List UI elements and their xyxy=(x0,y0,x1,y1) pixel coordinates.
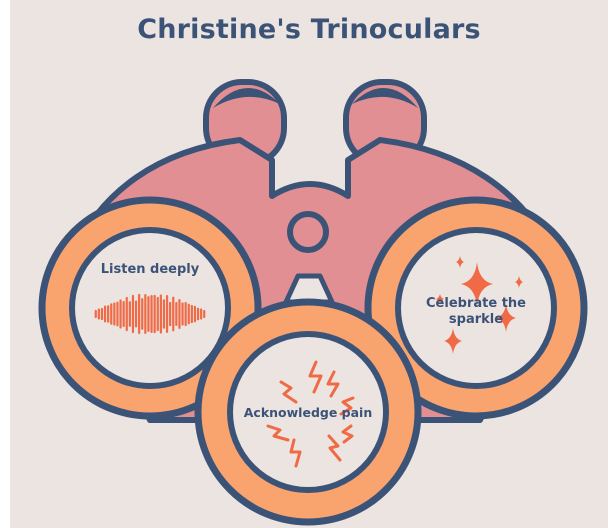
lens-label-acknowledge-pain: Acknowledge pain xyxy=(232,405,384,421)
lens-label-line-2: sparkle xyxy=(396,312,556,328)
lens-label-line-1: Celebrate the xyxy=(396,296,556,312)
lens-label-celebrate-the-sparkle: Celebrate the sparkle xyxy=(396,296,556,329)
diagram-canvas: Christine's Trinoculars xyxy=(10,0,608,528)
lens-label-listen-deeply: Listen deeply xyxy=(74,262,226,278)
